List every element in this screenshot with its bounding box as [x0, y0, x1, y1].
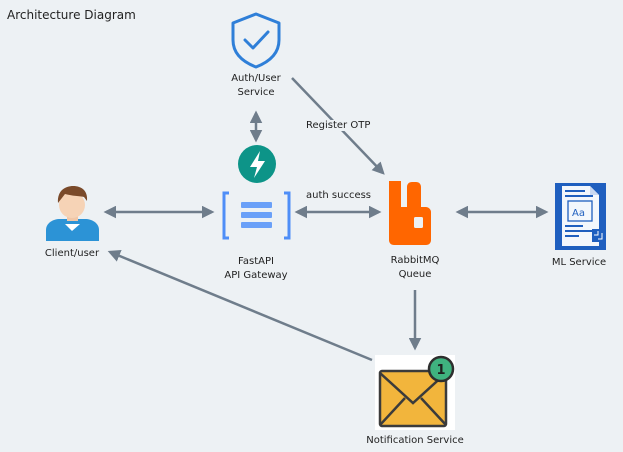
api-gateway-icon: [222, 191, 291, 240]
shield-check-icon: [231, 12, 281, 69]
edge-label-register-otp: Register OTP: [305, 120, 372, 131]
gateway-label-line1: FastAPI: [238, 256, 274, 267]
queue-label: RabbitMQ Queue: [365, 254, 465, 282]
diagram-title: Architecture Diagram: [7, 8, 136, 22]
gateway-label-line2: API Gateway: [224, 270, 288, 281]
notification-service-label: Notification Service: [366, 435, 464, 446]
queue-label-line2: Queue: [398, 269, 432, 280]
edge-notification-client: [107, 250, 373, 362]
user-avatar-icon: [46, 186, 99, 241]
rabbitmq-icon: [389, 181, 431, 245]
queue-label-line1: RabbitMQ: [390, 255, 440, 266]
ml-service-label: ML Service: [551, 257, 607, 268]
client-label: Client/user: [44, 248, 100, 259]
fastapi-lightning-icon: [238, 145, 276, 183]
svg-text:Aa: Aa: [572, 208, 585, 219]
auth-service-label-line2: Service: [237, 87, 275, 98]
edge-label-auth-success: auth success: [305, 190, 373, 201]
gateway-label: FastAPI API Gateway: [206, 255, 306, 283]
notification-badge-count: 1: [436, 363, 445, 378]
notification-badge: 1: [427, 355, 455, 383]
ml-document-icon: Aa: [555, 183, 606, 250]
auth-service-label: Auth/User Service: [206, 72, 306, 100]
auth-service-label-line1: Auth/User: [231, 73, 281, 84]
